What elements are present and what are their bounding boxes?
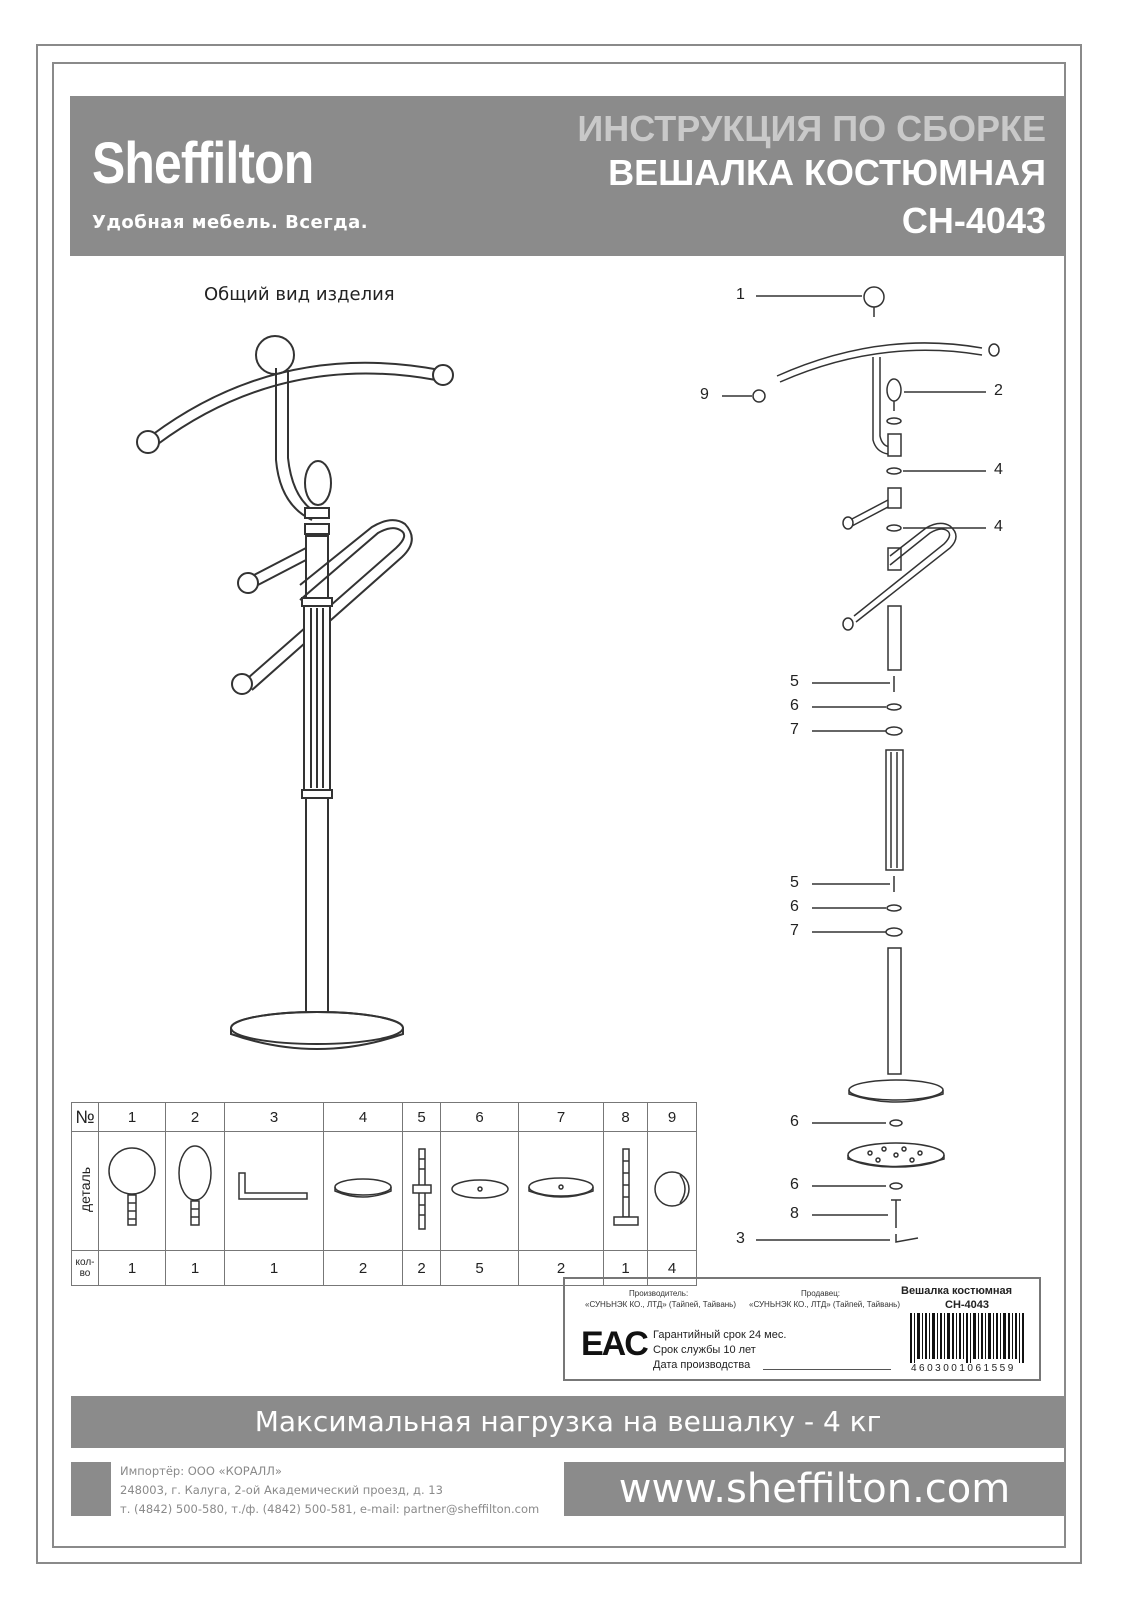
part-qty: 5 <box>440 1250 519 1286</box>
part-image-1 <box>98 1131 166 1251</box>
callout-4b: 4 <box>994 518 1003 535</box>
part-qty: 1 <box>224 1250 324 1286</box>
part-image-8-screw <box>603 1131 648 1251</box>
callout-5b: 5 <box>790 874 799 891</box>
callout-6c: 6 <box>790 1113 799 1130</box>
brand-tagline: Удобная мебель. Всегда. <box>92 212 369 233</box>
general-view-drawing <box>136 335 454 1050</box>
part-number: 9 <box>647 1102 697 1132</box>
callout-7b: 7 <box>790 922 799 939</box>
qty-label: кол- <box>75 1257 95 1268</box>
part-image-2 <box>165 1131 225 1251</box>
part-qty: 4 <box>647 1250 697 1286</box>
seller: «СУНЬНЭК КО., ЛТД» (Тайпей, Тайвань) <box>749 1300 901 1309</box>
part-qty: 2 <box>402 1250 441 1286</box>
brand-logo: Sheffilton <box>92 131 314 196</box>
detail-label: деталь <box>77 1166 93 1212</box>
service-life: Срок службы 10 лет <box>653 1344 756 1356</box>
num-header: № <box>71 1102 99 1132</box>
assembly-drawings <box>136 286 1000 1075</box>
callout-8: 8 <box>790 1205 799 1222</box>
part-qty: 1 <box>98 1250 166 1286</box>
callout-1: 1 <box>736 286 745 303</box>
production-date-line <box>763 1369 891 1370</box>
callout-4a: 4 <box>994 461 1003 478</box>
product-label: Производитель: «СУНЬНЭК КО., ЛТД» (Тайпе… <box>563 1277 1041 1381</box>
footer-accent-block <box>71 1462 111 1516</box>
part-number: 6 <box>440 1102 519 1132</box>
part-qty: 2 <box>518 1250 604 1286</box>
part-number: 4 <box>323 1102 403 1132</box>
barcode-icon <box>910 1313 1024 1363</box>
website-link[interactable]: www.sheffilton.com <box>564 1462 1065 1516</box>
production-date: Дата производства <box>653 1359 751 1371</box>
part-image-7-washer <box>518 1131 604 1251</box>
exploded-view-drawing <box>722 286 1000 1075</box>
general-view-caption: Общий вид изделия <box>204 284 395 305</box>
part-number: 2 <box>165 1102 225 1132</box>
part-image-5-bolt <box>402 1131 441 1251</box>
page-frame-inner <box>52 62 1066 1548</box>
part-image-9-end-cap <box>647 1131 697 1251</box>
page-frame-outer <box>36 44 1082 1564</box>
part-qty: 1 <box>165 1250 225 1286</box>
part-image-3-hex-key <box>224 1131 324 1251</box>
eac-mark: EAC <box>581 1325 649 1363</box>
callout-6d: 6 <box>790 1176 799 1193</box>
callout-9: 9 <box>700 386 709 403</box>
callout-6a: 6 <box>790 697 799 714</box>
warranty: Гарантийный срок 24 мес. <box>653 1329 787 1341</box>
callout-2: 2 <box>994 382 1003 399</box>
importer-address: 248003, г. Калуга, 2-ой Академический пр… <box>120 1483 443 1497</box>
part-qty: 2 <box>323 1250 403 1286</box>
header-banner: Sheffilton Удобная мебель. Всегда. ИНСТР… <box>70 96 1064 256</box>
manufacturer: «СУНЬНЭК КО., ЛТД» (Тайпей, Тайвань) <box>585 1300 737 1309</box>
callout-6b: 6 <box>790 898 799 915</box>
qty-label: во <box>79 1268 91 1279</box>
part-number: 5 <box>402 1102 441 1132</box>
importer-name: Импортёр: ООО «КОРАЛЛ» <box>120 1464 282 1478</box>
doc-title: ИНСТРУКЦИЯ ПО СБОРКЕ <box>577 108 1046 149</box>
label-product-name: Вешалка костюмная <box>901 1285 1013 1297</box>
label-product-code: CH-4043 <box>945 1299 990 1311</box>
barcode-number: 4603001061559 <box>911 1363 1016 1374</box>
importer-contacts: т. (4842) 500-580, т./ф. (4842) 500-581,… <box>120 1502 540 1516</box>
callout-7a: 7 <box>790 721 799 738</box>
parts-table: № 1 2 3 4 5 6 7 8 9 деталь <box>71 1102 697 1286</box>
callout-3: 3 <box>736 1230 745 1247</box>
part-image-4 <box>323 1131 403 1251</box>
part-number: 1 <box>98 1102 166 1132</box>
callout-5a: 5 <box>790 673 799 690</box>
part-number: 8 <box>603 1102 648 1132</box>
part-image-6-washer <box>440 1131 519 1251</box>
qty-label-cell: кол-во <box>71 1250 99 1286</box>
product-code: CH-4043 <box>901 200 1046 241</box>
max-load-banner: Максимальная нагрузка на вешалку - 4 кг <box>71 1396 1065 1448</box>
detail-label-cell: деталь <box>71 1131 99 1251</box>
manufacturer-title: Производитель: <box>629 1289 689 1298</box>
part-number: 3 <box>224 1102 324 1132</box>
part-number: 7 <box>518 1102 604 1132</box>
exploded-view-base <box>756 1079 945 1243</box>
seller-title: Продавец: <box>801 1289 841 1298</box>
product-title: ВЕШАЛКА КОСТЮМНАЯ <box>608 152 1046 193</box>
